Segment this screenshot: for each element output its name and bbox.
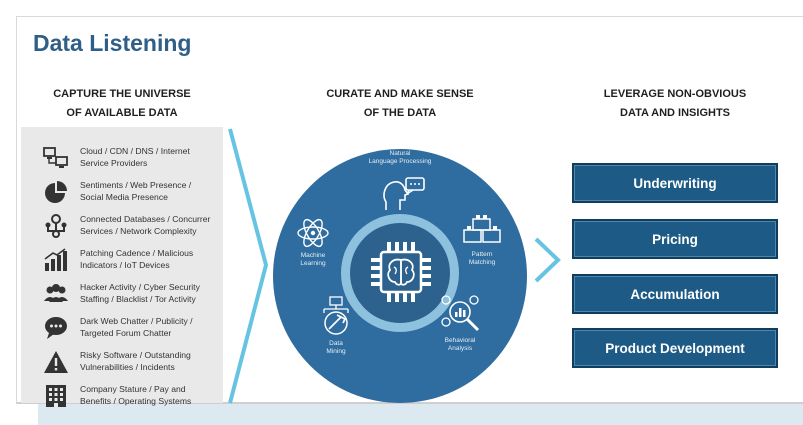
column-header-line: CAPTURE THE UNIVERSE	[53, 88, 191, 100]
data-source-item: Patching Cadence / Malicious Indicators …	[21, 244, 223, 278]
capability-label-machine-learning: Machine Learning	[288, 252, 338, 268]
flow-arrow-right-icon	[534, 237, 561, 283]
data-sources-panel: Cloud / CDN / DNS / Internet Service Pro…	[21, 127, 223, 407]
network-computers-icon	[43, 147, 68, 168]
data-source-line: Sentiments / Web Presence /	[80, 180, 192, 190]
data-source-line: Services / Network Complexity	[80, 226, 197, 236]
capability-line: Natural	[389, 150, 411, 157]
column-header-line: LEVERAGE NON-OBVIOUS	[603, 88, 747, 100]
pie-chart-icon	[45, 181, 67, 203]
output-pricing: Pricing	[572, 219, 778, 259]
slide-frame	[16, 16, 803, 404]
data-source-label: Cloud / CDN / DNS / Internet Service Pro…	[80, 145, 225, 169]
data-source-label: Hacker Activity / Cyber Security Staffin…	[80, 281, 225, 305]
capability-line: Matching	[468, 259, 496, 266]
data-source-label: Company Stature / Pay and Benefits / Ope…	[80, 383, 225, 407]
capability-line: Language Processing	[368, 158, 432, 165]
column-header-capture: CAPTURE THE UNIVERSE OF AVAILABLE DATA	[22, 85, 222, 123]
analytics-circle-graphic	[273, 149, 527, 403]
chat-bubble-icon	[45, 317, 67, 339]
data-source-label: Connected Databases / Concurrer Services…	[80, 213, 225, 237]
data-source-label: Patching Cadence / Malicious Indicators …	[80, 247, 225, 271]
data-source-label: Dark Web Chatter / Publicity / Targeted …	[80, 315, 225, 339]
data-source-line: Benefits / Operating Systems	[80, 396, 192, 406]
output-accumulation: Accumulation	[572, 274, 778, 314]
capability-line: Behavioral	[444, 337, 476, 344]
capability-line: Analysis	[447, 345, 473, 352]
data-source-item: Sentiments / Web Presence / Social Media…	[21, 176, 223, 210]
column-header-leverage: LEVERAGE NON-OBVIOUS DATA AND INSIGHTS	[575, 85, 775, 123]
data-source-line: Social Media Presence	[80, 192, 168, 202]
building-blocks-icon	[463, 215, 501, 243]
capability-label-behavioral-analysis: Behavioral Analysis	[432, 337, 488, 353]
data-source-line: Hacker Activity / Cyber Security	[80, 282, 200, 292]
capability-label-data-mining: Data Mining	[312, 340, 360, 356]
column-header-line: OF AVAILABLE DATA	[66, 107, 178, 119]
data-source-item: Dark Web Chatter / Publicity / Targeted …	[21, 312, 223, 346]
capability-line: Mining	[326, 348, 346, 355]
capability-label-pattern-matching: Pattern Matching	[458, 251, 506, 267]
data-source-item: Cloud / CDN / DNS / Internet Service Pro…	[21, 142, 223, 176]
building-icon	[46, 385, 66, 407]
data-source-line: Staffing / Blacklist / Tor Activity	[80, 294, 196, 304]
warning-icon	[44, 351, 68, 373]
capability-line: Pattern	[471, 251, 493, 258]
output-product-development: Product Development	[572, 328, 778, 368]
page-title: Data Listening	[33, 30, 192, 56]
data-source-label: Sentiments / Web Presence / Social Media…	[80, 179, 225, 203]
ai-chip-brain-icon	[371, 242, 431, 302]
output-underwriting: Underwriting	[572, 163, 778, 203]
bar-growth-icon	[44, 248, 67, 271]
capability-line: Learning	[300, 260, 326, 267]
column-header-line: CURATE AND MAKE SENSE	[326, 88, 474, 100]
data-source-line: Cloud / CDN / DNS / Internet	[80, 146, 190, 156]
capability-line: Data	[329, 340, 343, 347]
analytics-circle: Natural Language Processing Machine Lear…	[272, 148, 528, 404]
data-source-item: Hacker Activity / Cyber Security Staffin…	[21, 278, 223, 312]
data-source-line: Targeted Forum Chatter	[80, 328, 172, 338]
connected-nodes-icon	[45, 214, 67, 238]
capability-line: Machine	[300, 252, 326, 259]
column-header-line: OF THE DATA	[363, 107, 437, 119]
column-header-line: DATA AND INSIGHTS	[620, 107, 730, 119]
atom-icon	[297, 218, 329, 248]
bottom-band	[38, 404, 803, 425]
flow-arrow-left-icon	[228, 128, 269, 404]
data-source-line: Connected Databases / Concurrer	[80, 214, 211, 224]
data-source-item: Company Stature / Pay and Benefits / Ope…	[21, 380, 223, 414]
data-source-label: Risky Software / Outstanding Vulnerabili…	[80, 349, 225, 373]
data-source-line: Vulnerabilities / Incidents	[80, 362, 175, 372]
data-source-line: Patching Cadence / Malicious	[80, 248, 194, 258]
data-source-line: Indicators / IoT Devices	[80, 260, 170, 270]
capability-label-nlp: Natural Language Processing	[350, 150, 450, 166]
column-header-curate: CURATE AND MAKE SENSE OF THE DATA	[300, 85, 500, 123]
data-source-line: Dark Web Chatter / Publicity /	[80, 316, 193, 326]
data-source-line: Company Stature / Pay and	[80, 384, 186, 394]
people-group-icon	[44, 284, 68, 302]
data-source-item: Risky Software / Outstanding Vulnerabili…	[21, 346, 223, 380]
data-source-line: Risky Software / Outstanding	[80, 350, 191, 360]
data-source-line: Service Providers	[80, 158, 148, 168]
data-mining-icon	[323, 296, 349, 335]
behavior-magnifier-icon	[441, 295, 480, 332]
head-speech-icon	[383, 177, 425, 210]
data-source-item: Connected Databases / Concurrer Services…	[21, 210, 223, 244]
